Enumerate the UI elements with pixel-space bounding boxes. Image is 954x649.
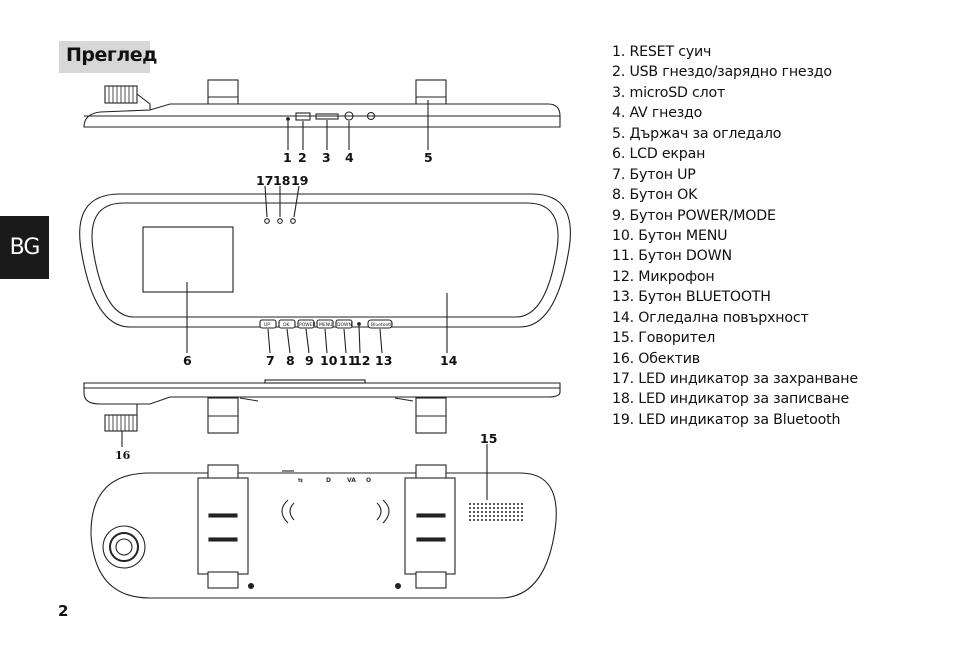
callout-12: 12	[353, 353, 370, 368]
button-menu	[316, 319, 334, 329]
legend-item: 19. LED индикатор за Bluetooth	[612, 411, 841, 428]
parts-legend: 1. RESET суич 2. USB гнездо/зарядно гнез…	[612, 42, 858, 430]
lcd-screen	[142, 226, 234, 293]
language-tab: BG	[0, 216, 49, 279]
port-av-mark: VA	[347, 477, 356, 484]
legend-item: 5. Държач за огледало	[612, 125, 782, 142]
screw-left	[247, 582, 255, 590]
legend-item: 1. RESET суич	[612, 44, 712, 60]
lens-ring	[109, 532, 139, 562]
callout-5: 5	[424, 150, 433, 165]
reset-hole	[286, 117, 290, 121]
usb-port	[295, 112, 311, 121]
legend-item: 11. Бутон DOWN	[612, 248, 732, 265]
back-clip-right	[404, 477, 456, 575]
callout-13: 13	[375, 353, 392, 368]
page-title: Преглед	[66, 44, 157, 66]
callout-6: 6	[183, 353, 192, 368]
callout-1: 1	[283, 150, 292, 165]
port-sd-mark: D	[326, 477, 331, 484]
legend-item: 8. Бутон OK	[612, 187, 698, 204]
led-record	[277, 218, 283, 224]
callout-17: 17	[256, 173, 273, 188]
mirror-outer-frame	[79, 193, 571, 328]
legend-item: 4. AV гнездо	[612, 105, 703, 122]
microsd-slot	[315, 113, 339, 120]
callout-4: 4	[345, 150, 354, 165]
callout-16: 16	[115, 449, 131, 462]
port-usb-mark: ⇆	[298, 477, 303, 484]
callout-2: 2	[298, 150, 307, 165]
mirror-bottom-body	[83, 382, 561, 405]
callout-18: 18	[273, 173, 290, 188]
legend-item: 3. microSD слот	[612, 84, 726, 101]
back-clip-left	[197, 477, 249, 575]
speaker-grille	[469, 503, 523, 521]
wave-right	[376, 499, 390, 524]
legend-item: 2. USB гнездо/зарядно гнездо	[612, 64, 832, 81]
back-view	[90, 444, 557, 599]
top-jack	[366, 111, 376, 121]
callout-14: 14	[440, 353, 458, 368]
front-view	[79, 185, 571, 354]
button-power-label: POWER	[299, 322, 316, 328]
legend-item: 10. Бутон MENU	[612, 227, 728, 244]
legend-item: 18. LED индикатор за записване	[612, 391, 849, 408]
mirror-surface	[91, 202, 559, 318]
title-background	[59, 41, 150, 73]
button-power	[297, 319, 315, 329]
page-number: 2	[58, 602, 69, 620]
callout-11: 11	[339, 353, 356, 368]
callout-19: 19	[291, 173, 308, 188]
button-down-label: DOWN	[337, 322, 352, 328]
legend-item: 13. Бутон BLUETOOTH	[612, 289, 771, 306]
legend-item: 7. Бутон UP	[612, 166, 696, 183]
callout-10: 10	[320, 353, 338, 368]
bottom-buttons-edge	[264, 379, 366, 384]
legend-item: 17. LED индикатор за захранване	[612, 371, 858, 387]
button-down	[335, 319, 353, 329]
av-jack	[344, 111, 354, 121]
legend-item: 14. Огледална повърхност	[612, 309, 809, 326]
bottom-view	[83, 379, 561, 447]
callout-3: 3	[322, 150, 331, 165]
legend-item: 9. Бутон POWER/MODE	[612, 207, 776, 224]
button-bluetooth-label: Bluetooth	[371, 322, 393, 328]
wave-left	[281, 499, 295, 524]
button-menu-label: MENU	[319, 322, 332, 328]
button-ok	[278, 319, 296, 329]
callout-8: 8	[286, 353, 295, 368]
led-bluetooth	[290, 218, 296, 224]
button-up-label: UP	[264, 322, 270, 328]
legend-item: 6. LCD екран	[612, 146, 706, 163]
port-mic-mark: O	[366, 477, 371, 484]
led-power	[264, 218, 270, 224]
legend-item: 16. Обектив	[612, 350, 700, 367]
callout-9: 9	[305, 353, 314, 368]
top-view	[83, 79, 561, 150]
button-up	[259, 319, 277, 329]
button-ok-label: OK	[283, 322, 291, 328]
callout-7: 7	[266, 353, 275, 368]
callout-15: 15	[480, 431, 497, 446]
microphone-hole	[357, 322, 361, 326]
lens-glass	[115, 538, 133, 556]
screw-right	[394, 582, 402, 590]
button-bluetooth	[367, 319, 393, 329]
legend-item: 12. Микрофон	[612, 268, 715, 285]
legend-item: 15. Говорител	[612, 330, 716, 347]
